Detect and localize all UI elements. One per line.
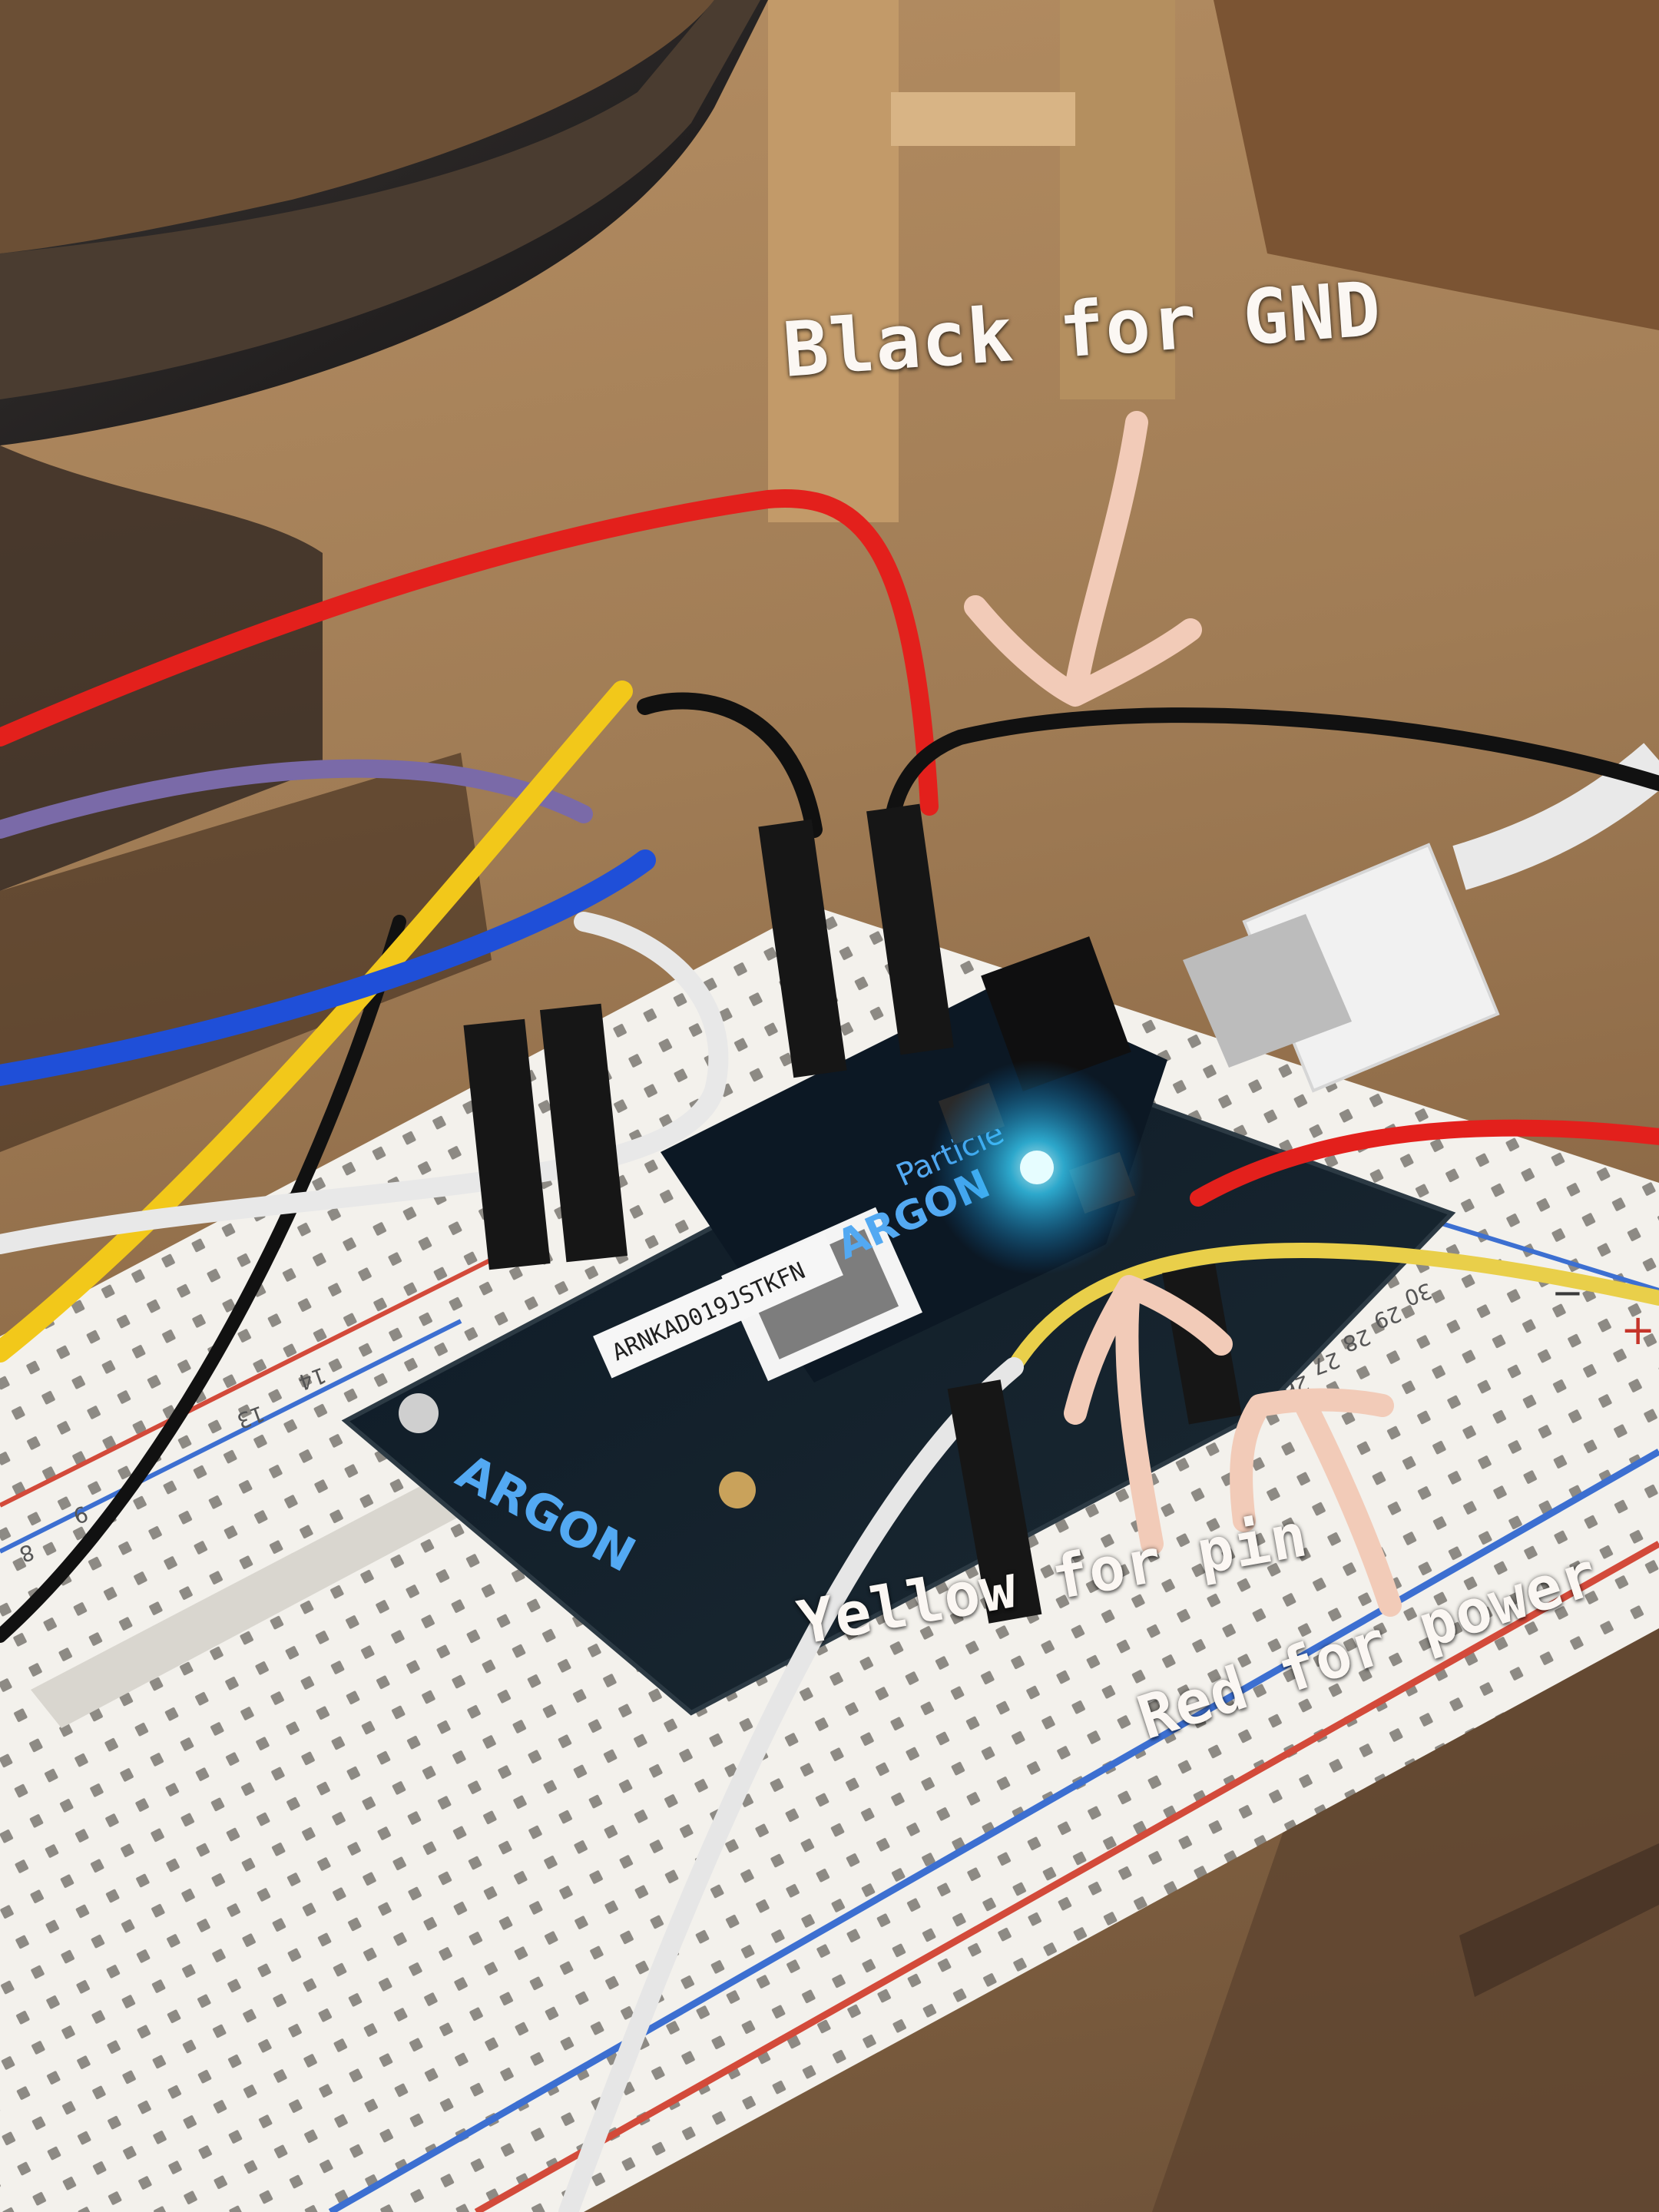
rail-line-red-left <box>0 1257 493 1508</box>
bowl-rim <box>0 0 760 399</box>
black-wire-loop <box>637 692 823 838</box>
jumper-housing-4 <box>539 1003 628 1263</box>
cardboard-lid <box>0 0 714 253</box>
jumper-housing-5 <box>947 1379 1042 1624</box>
jumper-housing-1 <box>758 819 847 1078</box>
white-wire-lower <box>558 1357 1024 2212</box>
black-gnd-wire <box>881 707 1659 891</box>
rail-line-blue-left <box>0 1319 462 1554</box>
arrow-gnd <box>964 411 1202 707</box>
serial-sticker <box>593 1233 843 1379</box>
mounting-hole <box>399 1393 439 1433</box>
red-wire <box>0 489 939 816</box>
yellow-wire <box>0 680 633 1363</box>
cardboard-wall <box>1214 0 1659 330</box>
usb-connector <box>1183 914 1352 1068</box>
jumper-housing-3 <box>463 1018 551 1270</box>
rail-line-blue <box>328 1449 1659 2212</box>
black-wire-left <box>0 915 406 1643</box>
rail-positive-label: + <box>1621 1306 1655 1354</box>
table-stripe <box>1459 1843 1659 1997</box>
jumper-housing-2 <box>866 803 954 1055</box>
purple-wire <box>0 759 593 839</box>
antenna-connector <box>719 1472 756 1508</box>
qr-code-inner <box>744 1229 899 1359</box>
arrow-power <box>1230 1388 1402 1617</box>
table-edge <box>1152 1575 1659 2212</box>
debug-header <box>981 936 1131 1091</box>
yellow-pin-wire <box>1006 1242 1659 1375</box>
arrow-pin <box>1064 1275 1233 1555</box>
white-wire <box>0 912 729 1254</box>
status-led <box>1020 1151 1054 1184</box>
red-wire-right <box>1190 1119 1659 1207</box>
blue-wire <box>0 849 656 1086</box>
rail-line-red <box>474 1541 1659 2212</box>
wooden-stand-right <box>1060 0 1175 399</box>
wooden-stand-crossbar <box>891 92 1075 146</box>
wooden-stand-left <box>768 0 899 522</box>
